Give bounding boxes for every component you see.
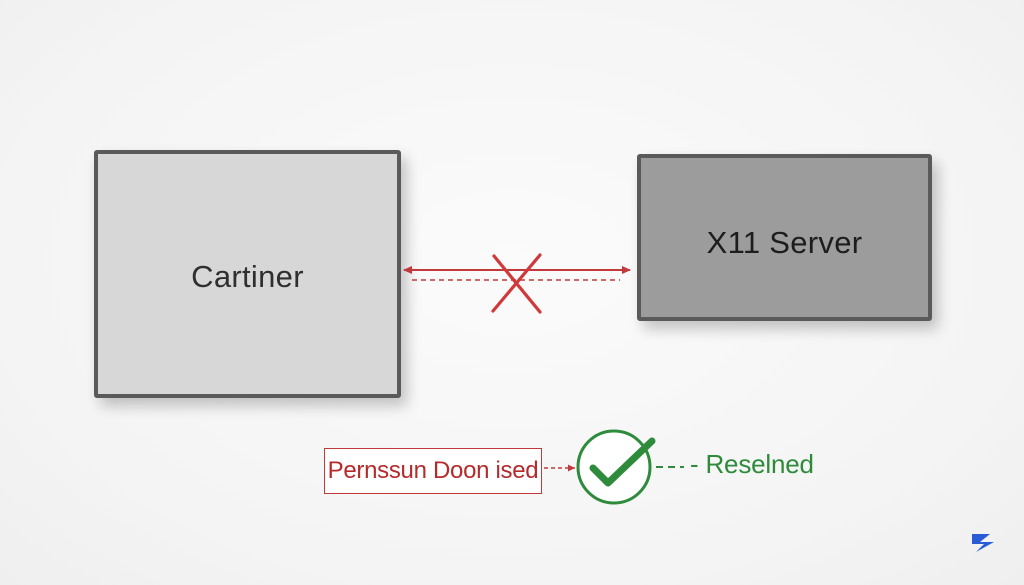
checkmark-circle-icon (576, 429, 656, 505)
permission-status-box: Pernssun Doon ised (324, 448, 542, 494)
permission-status-label: Pernssun Doon ised (327, 457, 539, 484)
resolved-label: - Reselned (690, 449, 814, 479)
x-cross-icon (491, 253, 542, 314)
x11-server-node: X11 Server (637, 154, 932, 321)
brand-logo-icon (972, 534, 994, 552)
x11-server-node-label: X11 Server (706, 224, 863, 260)
container-node-label: Cartiner (191, 259, 304, 294)
container-node: Cartiner (94, 150, 401, 398)
